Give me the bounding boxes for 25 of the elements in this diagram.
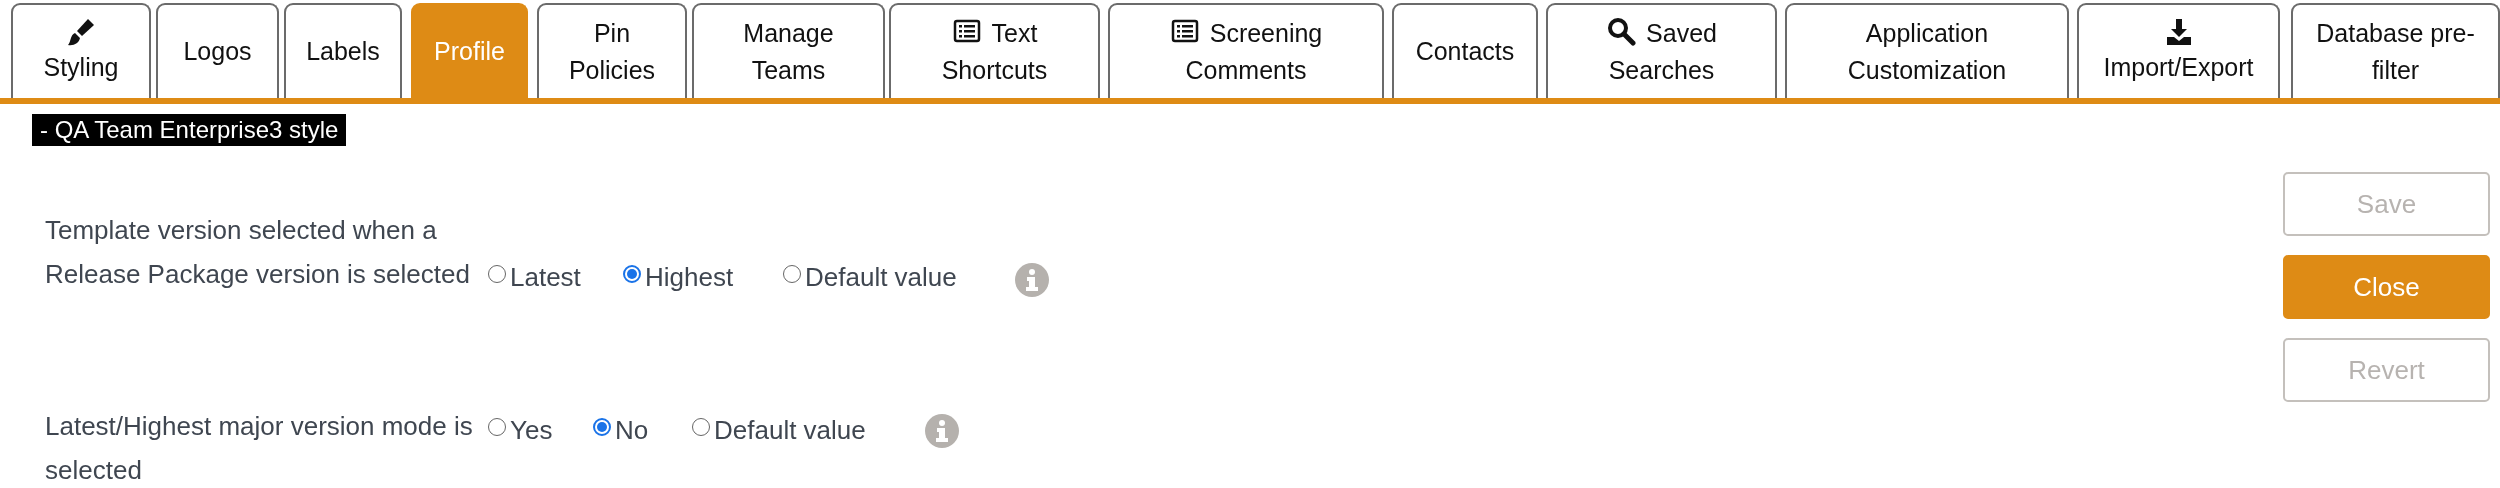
tab: Manage Teams (692, 3, 885, 98)
radio-option: Latest (488, 262, 581, 293)
tab: Contacts (1392, 3, 1538, 98)
button: Close (2283, 255, 2490, 319)
radio-option: Highest (623, 262, 734, 293)
button: Save (2283, 172, 2490, 236)
radio-option: Default value (783, 262, 957, 293)
tab: Pin Policies (537, 3, 687, 98)
tab: Database pre-filter (2291, 3, 2500, 98)
tab: Styling (11, 3, 151, 98)
tab: Profile (411, 3, 528, 98)
tab: Saved Searches (1546, 3, 1777, 98)
style-name-heading: - QA Team Enterprise3 style (32, 114, 347, 146)
tab: Logos (156, 3, 279, 98)
setting-label: Template version selected when a Release Package version is selected (45, 214, 471, 291)
tab: Application Customization (1785, 3, 2069, 98)
radio-option: No (593, 415, 649, 446)
radio-option: Yes (488, 415, 553, 446)
setting-label: Latest/Highest major version mode is selected (45, 410, 474, 487)
tab: Text Shortcuts (889, 3, 1100, 98)
button: Revert (2283, 338, 2490, 402)
radio-option: Default value (692, 415, 866, 446)
tab: Screening Comments (1108, 3, 1384, 98)
tab: Labels (284, 3, 402, 98)
tab: Import/Export (2077, 3, 2280, 98)
